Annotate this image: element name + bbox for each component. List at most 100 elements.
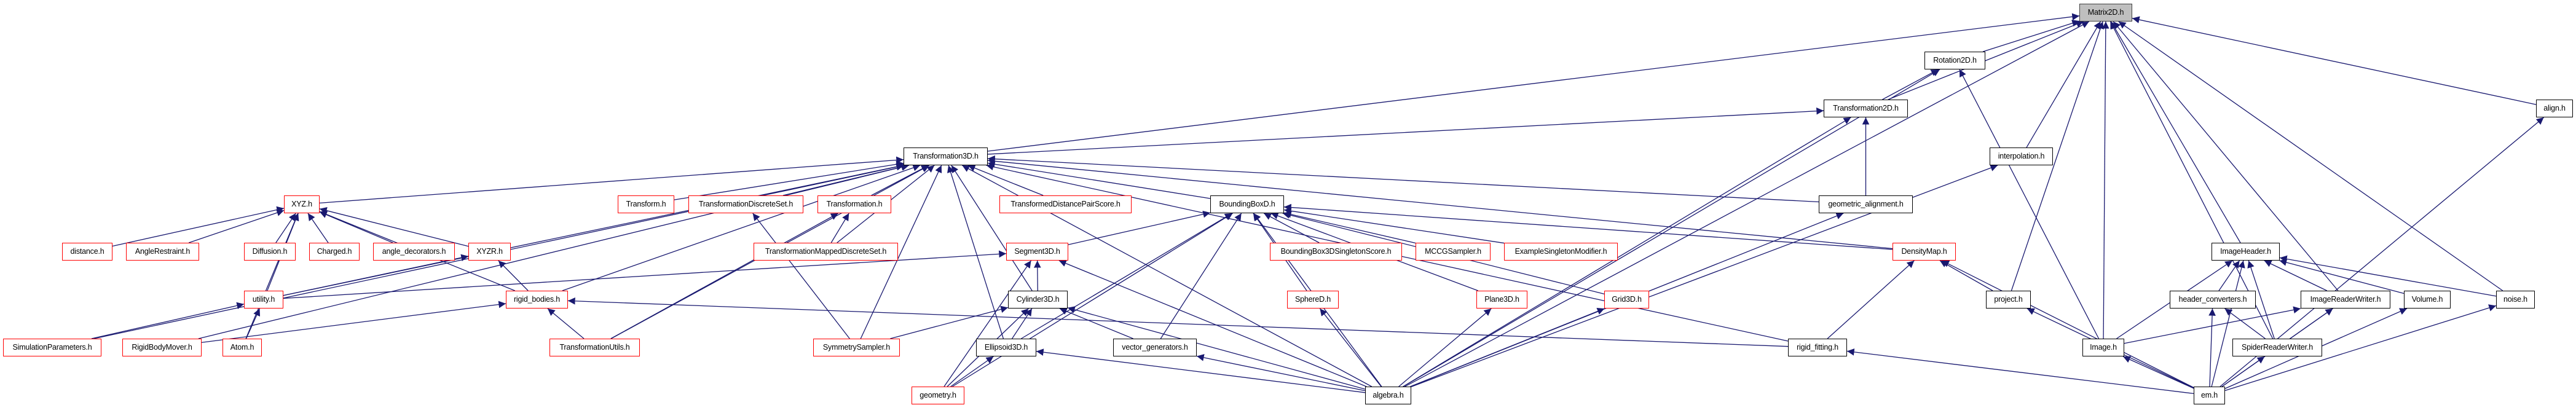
dependency-edge — [283, 254, 469, 296]
dependency-edge — [1404, 21, 2090, 387]
dependency-edge — [2132, 16, 2537, 105]
node-rigid-fitting[interactable]: rigid_fitting.h — [1788, 339, 1847, 356]
dependency-edge — [2218, 260, 2240, 291]
node-symmetry-sampler[interactable]: SymmetrySampler.h — [813, 339, 900, 356]
node-xyz[interactable]: XYZ.h — [284, 195, 320, 213]
dependency-edge — [1888, 20, 2084, 100]
node-charged[interactable]: Charged.h — [309, 243, 360, 261]
node-bounding-box3d-singleton-score[interactable]: BoundingBox3DSingletonScore.h — [1270, 243, 1402, 261]
dependency-edge — [2124, 306, 2301, 344]
dependency-edge — [1012, 308, 1033, 339]
node-noise[interactable]: noise.h — [2496, 291, 2535, 309]
node-image[interactable]: Image.h — [2082, 339, 2124, 356]
dependency-edge — [245, 213, 299, 339]
dependency-edge — [1939, 260, 1993, 291]
node-cylinder3d[interactable]: Cylinder3D.h — [1008, 291, 1068, 309]
dependency-edge — [1059, 308, 1133, 339]
dependency-edge — [1882, 69, 1939, 100]
node-align[interactable]: align.h — [2536, 100, 2573, 117]
dependency-edge — [319, 211, 393, 243]
node-header-converters[interactable]: header_converters.h — [2170, 291, 2256, 309]
dependency-edge — [951, 165, 1033, 291]
dependency-edge — [950, 356, 994, 387]
node-image-header[interactable]: ImageHeader.h — [2212, 243, 2280, 261]
node-grid3d[interactable]: Grid3D.h — [1604, 291, 1649, 309]
dependency-edge — [2224, 304, 2497, 391]
node-density-map[interactable]: DensityMap.h — [1893, 243, 1956, 261]
dependency-edge — [2279, 259, 2405, 294]
node-atom[interactable]: Atom.h — [223, 339, 262, 356]
node-spider-reader-writer[interactable]: SpiderReaderWriter.h — [2232, 339, 2322, 356]
node-transformation-utils[interactable]: TransformationUtils.h — [549, 339, 640, 356]
dependency-edge — [562, 164, 921, 291]
node-matrix2d[interactable]: Matrix2D.h — [2079, 4, 2132, 22]
node-xyzr[interactable]: XYZR.h — [468, 243, 511, 261]
node-diffusion[interactable]: Diffusion.h — [244, 243, 296, 261]
node-rigid-bodies[interactable]: rigid_bodies.h — [506, 291, 568, 309]
node-example-singleton-modifier[interactable]: ExampleSingletonModifier.h — [1504, 243, 1618, 261]
node-segment3d[interactable]: Segment3D.h — [1006, 243, 1068, 261]
node-rotation2d[interactable]: Rotation2D.h — [1924, 52, 1985, 69]
dependency-edge — [201, 301, 506, 343]
dependency-edge — [890, 305, 1009, 339]
dependency-edge — [2279, 255, 2497, 297]
dependency-edge — [1403, 117, 1851, 387]
dependency-edge — [307, 213, 329, 243]
dependency-edge — [112, 206, 285, 247]
node-simulation-parameters[interactable]: SimulationParameters.h — [3, 339, 101, 356]
dependency-edge — [860, 165, 942, 339]
node-interpolation[interactable]: interpolation.h — [1990, 147, 2053, 165]
node-rigid-body-mover[interactable]: RigidBodyMover.h — [122, 339, 202, 356]
dependency-edge — [283, 250, 1007, 299]
node-transformation-mapped-discrete-set[interactable]: TransformationMappedDiscreteSet.h — [754, 243, 898, 261]
node-algebra[interactable]: algebra.h — [1365, 387, 1411, 404]
node-ellipsoid3d[interactable]: Ellipsoid3D.h — [976, 339, 1036, 356]
node-transformation2d[interactable]: Transformation2D.h — [1824, 100, 1908, 117]
node-utility[interactable]: utility.h — [244, 291, 283, 309]
dependency-edge — [2221, 356, 2265, 387]
node-sphered[interactable]: SphereD.h — [1287, 291, 1339, 309]
node-image-reader-writer[interactable]: ImageReaderWriter.h — [2301, 291, 2390, 309]
node-transform[interactable]: Transform.h — [618, 195, 674, 213]
node-angle-restraint[interactable]: AngleRestraint.h — [126, 243, 199, 261]
dependency-edge — [1067, 306, 1366, 390]
node-distance[interactable]: distance.h — [62, 243, 112, 261]
node-transformation3d[interactable]: Transformation3D.h — [904, 147, 988, 165]
dependency-edge — [2113, 21, 2339, 291]
dependency-edge — [1058, 260, 1367, 387]
dependency-edge — [1036, 348, 1366, 393]
dependency-edge — [610, 213, 839, 339]
node-transformed-distance-pair-score[interactable]: TransformedDistancePairScore.h — [999, 195, 1132, 213]
node-bounding-boxd[interactable]: BoundingBoxD.h — [1210, 195, 1284, 213]
dependency-edge — [987, 13, 2080, 152]
dependency-edge — [2208, 308, 2216, 387]
dependency-edge — [1283, 207, 1505, 244]
dependency-edge — [2122, 356, 2194, 389]
dependency-edge — [498, 260, 529, 291]
node-transformation[interactable]: Transformation.h — [817, 195, 891, 213]
node-volume[interactable]: Volume.h — [2404, 291, 2451, 309]
dependency-edge — [91, 302, 245, 339]
node-em[interactable]: em.h — [2194, 387, 2225, 404]
node-transformation-discrete-set[interactable]: TransformationDiscreteSet.h — [688, 195, 803, 213]
dependency-edge — [2118, 21, 2503, 291]
dependency-edge — [1319, 308, 1382, 387]
node-geometry[interactable]: geometry.h — [912, 387, 964, 404]
dependency-edge — [198, 163, 910, 339]
node-geometric-alignment[interactable]: geometric_alignment.h — [1819, 195, 1913, 213]
dependency-edge — [319, 156, 904, 203]
node-vector-generators[interactable]: vector_generators.h — [1113, 339, 1197, 356]
dependency-edge — [245, 308, 261, 339]
dependency-edge — [1941, 260, 2194, 388]
node-plane3d[interactable]: Plane3D.h — [1476, 291, 1527, 309]
node-angle-decorators[interactable]: angle_decorators.h — [373, 243, 455, 261]
node-project[interactable]: project.h — [1986, 291, 2031, 309]
dependency-edge — [1283, 203, 1893, 250]
dependency-edge — [1982, 20, 2080, 52]
dependency-edge — [188, 209, 285, 243]
dependency-edge — [987, 155, 1819, 203]
dependency-edge — [2211, 260, 2245, 387]
node-mccg-sampler[interactable]: MCCGSampler.h — [1416, 243, 1491, 261]
